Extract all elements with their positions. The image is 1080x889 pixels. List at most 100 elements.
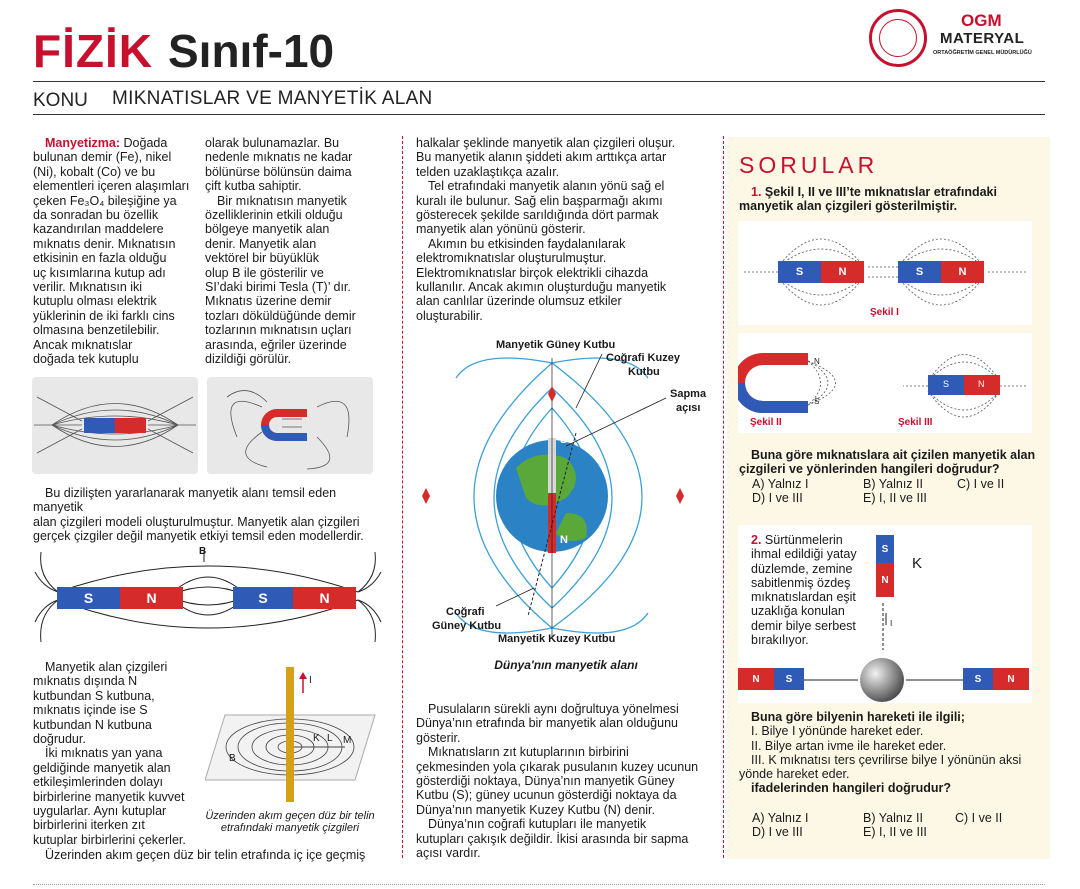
q2-option-d[interactable]: D) I ve III bbox=[752, 825, 803, 839]
text-line: özelliklerinin etkili olduğu bbox=[205, 208, 343, 223]
magnetic-north-pole-label: Manyetik Kuzey Kutbu bbox=[498, 633, 616, 645]
questions-title: SORULAR bbox=[739, 152, 879, 178]
col1-text-b: olarak bulunamazlar. Bu nedenle mıknatıs… bbox=[205, 136, 390, 367]
bottom-rule bbox=[33, 884, 1045, 885]
col2-text-b: Pusulaların sürekli aynı doğrultuya yöne… bbox=[416, 702, 716, 860]
fig2-n-label: N bbox=[814, 357, 820, 366]
ministry-seal-icon bbox=[869, 9, 927, 67]
question-2-stem: Buna göre bilyenin hareketi ile ilgili; … bbox=[739, 710, 1044, 796]
declination-label-2: açısı bbox=[676, 402, 701, 414]
text-line: arasında, eğriler üzerinde bbox=[205, 337, 347, 352]
q1-option-e[interactable]: E) I, II ve III bbox=[863, 491, 927, 505]
right-magnet-n: N bbox=[993, 668, 1029, 690]
q2-option-e[interactable]: E) I, II ve III bbox=[863, 825, 927, 839]
right-magnet-s: S bbox=[963, 668, 993, 690]
magnet2-n-pole: N bbox=[293, 587, 356, 609]
geographic-north-pole-label-1: Coğrafi Kuzey bbox=[606, 352, 680, 364]
q2-option-b[interactable]: B) Yalnız II bbox=[863, 811, 923, 825]
q2-text: 2. Sürtünmelerin ihmal edildiği yatay dü… bbox=[751, 533, 877, 647]
geographic-north-pole-label-2: Kutbu bbox=[628, 366, 660, 378]
text-line: Dünya’nın manyetik Kuzey Kutbu (N) denir… bbox=[416, 802, 656, 817]
q2-direction-i-label: I bbox=[890, 619, 893, 628]
text-line: açısı vardır. bbox=[416, 846, 481, 861]
figure-2-3: N S S N Şekil II Şekil III bbox=[738, 333, 1032, 433]
text-line: Bu dizilişten yararlanarak manyetik alan… bbox=[33, 486, 337, 515]
text-line: etkileşimlerinden dolayı bbox=[33, 775, 163, 790]
q1-ask-line: Buna göre mıknatıslara ait çizilen manye… bbox=[751, 448, 1036, 462]
b-vector-label: B bbox=[199, 546, 207, 557]
logo-ogm: OGM bbox=[961, 11, 1002, 30]
text-line: tozlarının mıknatısın uçları bbox=[205, 323, 352, 338]
q2-line: mıknatıslardan eşit bbox=[751, 590, 856, 605]
text-line: doğrudur. bbox=[33, 732, 86, 747]
question-2-options: A) Yalnız I B) Yalnız II C) I ve II D) I… bbox=[752, 811, 1042, 841]
text-line: Manyetik alan çizgileri bbox=[45, 660, 168, 674]
q1-option-d[interactable]: D) I ve III bbox=[752, 491, 803, 505]
text-line: bölünürse bölünsün daima bbox=[205, 164, 352, 179]
text-line: alan çizgileri modeli oluşturulmuştur. M… bbox=[33, 514, 360, 529]
q2-item: II. Bilye artan ivme ile hareket eder. bbox=[751, 738, 947, 753]
q2-line: Sürtünmelerin bbox=[764, 533, 843, 547]
text-line: mıknatıs denir. Mıknatısın bbox=[33, 236, 176, 251]
header-rule bbox=[33, 81, 1045, 82]
column-divider bbox=[402, 136, 403, 858]
text-line: birbirlerine manyetik kuvvet bbox=[33, 789, 185, 804]
text-line: kutuplu olması elektrik bbox=[33, 294, 157, 309]
q1-option-c[interactable]: C) I ve II bbox=[957, 477, 1005, 491]
text-line: Pusulaların sürekli aynı doğrultuya yöne… bbox=[428, 702, 679, 716]
text-line: elektromıknatıslar oluşturulmuştur. bbox=[416, 251, 607, 266]
question-2-figure: I 2. Sürtünmelerin ihmal edildiği yatay … bbox=[738, 525, 1032, 703]
q1-option-a[interactable]: A) Yalnız I bbox=[752, 477, 809, 491]
fig3-s-label: S bbox=[943, 379, 950, 389]
current-wire-diagram: I B K L M bbox=[204, 665, 385, 805]
fig1-magnet2-n: N bbox=[941, 261, 984, 283]
q2-option-c[interactable]: C) I ve II bbox=[955, 811, 1003, 825]
text-line: bulunan demir (Fe), nikel bbox=[33, 150, 172, 165]
q1-option-b[interactable]: B) Yalnız II bbox=[863, 477, 923, 491]
q1-line: Şekil I, II ve III’te mıknatıslar etrafı… bbox=[764, 185, 997, 199]
text-line: kutuplar birbirlerini çekerler. bbox=[33, 832, 186, 847]
magnet2-s-pole: S bbox=[233, 587, 293, 609]
text-line: mıknatıs dışında N bbox=[33, 674, 138, 689]
k-magnet-label: K bbox=[912, 555, 923, 572]
text-line: çift kutba sahiptir. bbox=[205, 179, 302, 194]
logo-materyal: MATERYAL bbox=[940, 30, 1025, 47]
text-line: SI’daki birimi Tesla (T)’ dır. bbox=[205, 280, 351, 295]
text-line: geldiğinde manyetik alan bbox=[33, 760, 171, 775]
text-line: Elektromıknatıslar birçok elektrikli cih… bbox=[416, 265, 649, 280]
text-line: gerçek çizgiler değil manyetik etkiyi te… bbox=[33, 529, 364, 544]
logo-subtitle: ORTAÖĞRETİM GENEL MÜDÜRLÜĞÜ bbox=[933, 50, 1032, 56]
text-line: Dünya’nın coğrafi kutupları ile manyetik bbox=[428, 817, 647, 832]
question-1-stem: 1. Şekil I, II ve III’te mıknatıslar etr… bbox=[739, 185, 1039, 214]
q2-line: uzaklığa konulan bbox=[751, 604, 845, 619]
k-magnet-n: N bbox=[876, 563, 894, 597]
text-line: kutupları çakışık değildir. İkisi arasın… bbox=[416, 831, 689, 846]
text-line: etkisinin en fazla olduğu bbox=[33, 251, 167, 266]
text-line: çekmesinden yola çıkarak pusulanın kuzey… bbox=[416, 759, 699, 774]
geographic-south-pole-label-2: Güney Kutbu bbox=[432, 620, 502, 632]
q1-ask-line: çizgileri ve yönlerinden hangileri doğru… bbox=[739, 462, 1000, 477]
column-divider-2 bbox=[723, 136, 724, 858]
col2-text-a: halkalar şeklinde manyetik alan çizgiler… bbox=[416, 136, 716, 323]
text-line: Üzerinden akım geçen düz bir telin etraf… bbox=[45, 848, 366, 862]
iron-filings-horseshoe-magnet-photo bbox=[207, 377, 373, 474]
q2-number: 2. bbox=[751, 533, 762, 547]
text-line: uygularlar. Aynı kutuplar bbox=[33, 804, 167, 819]
q2-option-a[interactable]: A) Yalnız I bbox=[752, 811, 809, 825]
topic-rule bbox=[33, 114, 1045, 115]
text-line: Dünya’nın etrafında bir manyetik alan ol… bbox=[416, 716, 678, 731]
konu-label: KONU bbox=[33, 90, 88, 111]
col1-text-a: Manyetizma: Doğada bulunan demir (Fe), n… bbox=[33, 136, 198, 367]
topic-title: MIKNATISLAR VE MANYETİK ALAN bbox=[112, 88, 433, 109]
question-1-ask: Buna göre mıknatıslara ait çizilen manye… bbox=[739, 448, 1039, 477]
text-line: Kutbu (S); güney ucunun gösterdiği nokta… bbox=[416, 788, 677, 803]
fig3-n-label: N bbox=[978, 379, 985, 389]
fig2-s-label: S bbox=[814, 397, 820, 406]
col1-text-e: Üzerinden akım geçen düz bir telin etraf… bbox=[33, 848, 393, 862]
text-line: Bu manyetik alanın şiddeti akım arttıkça… bbox=[416, 150, 667, 165]
text-line: Doğada bbox=[123, 136, 168, 150]
q2-line: sabitlenmiş özdeş bbox=[751, 575, 851, 590]
text-line: manyetik alan yönünü gösterir. bbox=[416, 222, 586, 237]
q2-ask-line: Buna göre bilyenin hareketi ile ilgili; bbox=[751, 710, 965, 724]
declination-label-1: Sapma bbox=[670, 388, 707, 400]
